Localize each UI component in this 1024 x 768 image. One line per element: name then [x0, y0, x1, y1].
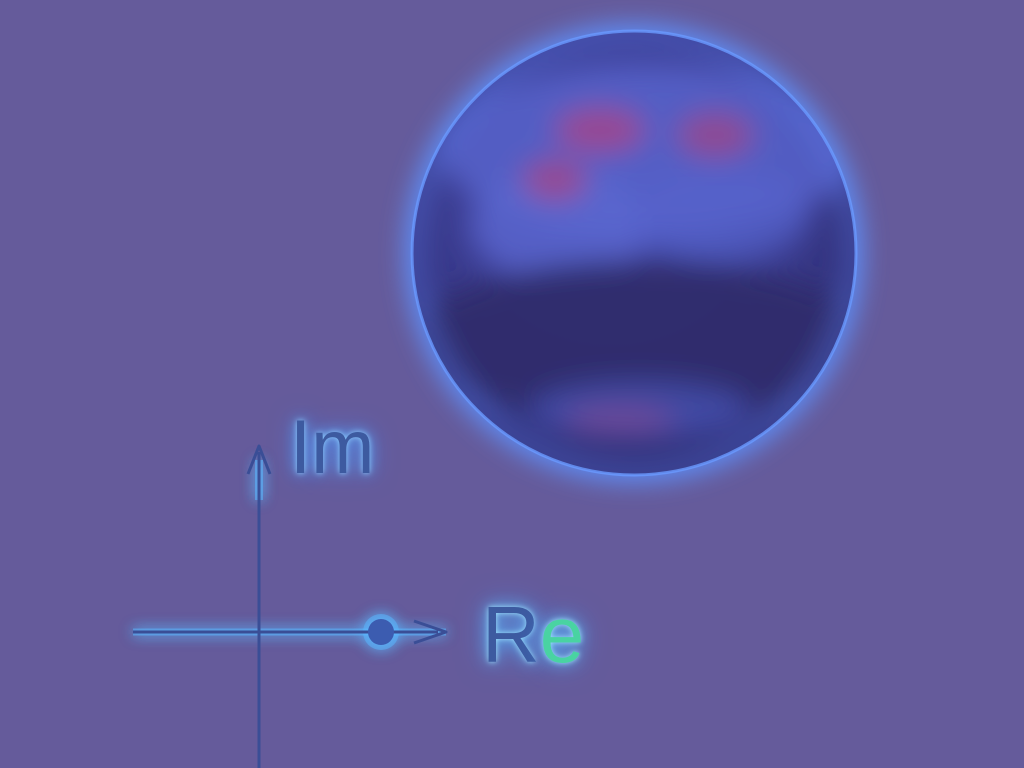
real-axis-label-e: e	[539, 590, 585, 679]
imaginary-axis	[246, 444, 272, 768]
real-axis	[133, 619, 448, 645]
imaginary-axis-arrow-icon	[246, 444, 272, 475]
real-axis-label-r: R	[482, 590, 540, 679]
blurred-planet-sphere	[410, 29, 858, 477]
point-on-real-axis	[368, 619, 394, 645]
real-axis-arrow-icon	[413, 619, 448, 645]
real-axis-label: Re	[482, 595, 584, 675]
imaginary-axis-label: Im	[290, 405, 375, 490]
